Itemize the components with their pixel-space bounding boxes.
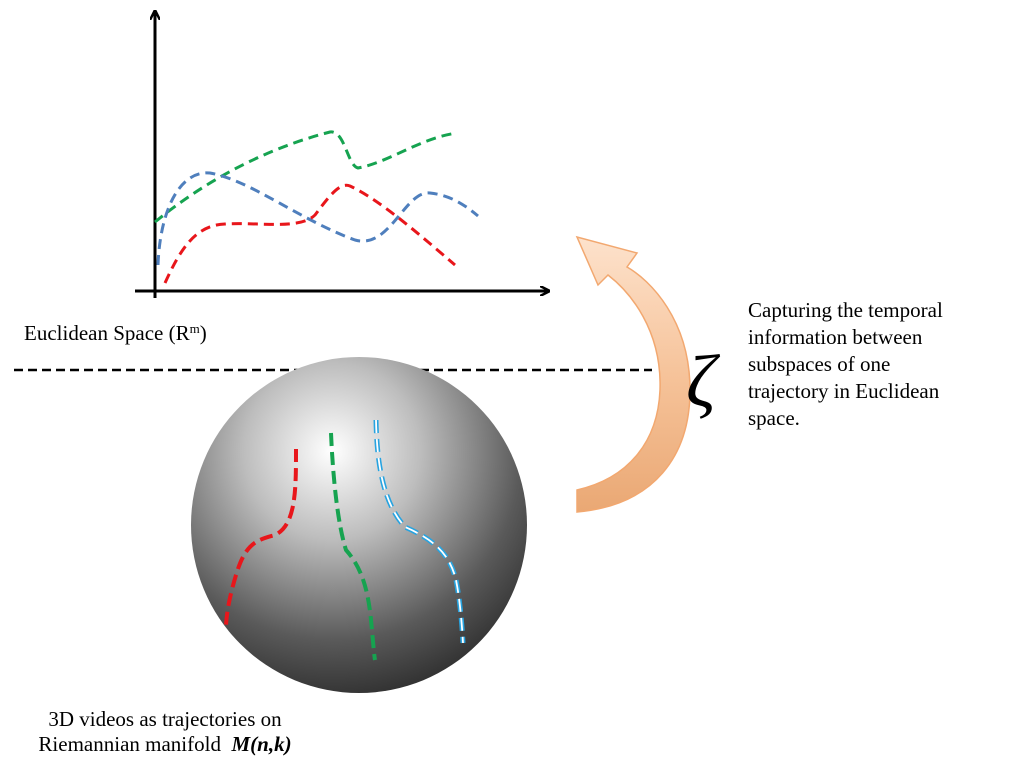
curved-arrow: [575, 235, 691, 513]
euclidean-green-trajectory: [154, 130, 458, 224]
euclidean-trajectories: [154, 130, 479, 284]
caption-line: trajectory in Euclidean: [748, 379, 940, 403]
euclidean-blue-trajectory: [156, 171, 479, 266]
caption-line: Capturing the temporal: [748, 298, 943, 322]
euclidean-red-trajectory: [163, 183, 456, 284]
caption-line: subspaces of one: [748, 352, 891, 376]
manifold-red-trajectory: [224, 448, 298, 626]
euclidean-space-label: Euclidean Space (Rm): [24, 321, 207, 345]
manifold-trajectories: [224, 419, 466, 661]
manifold-caption: 3D videos as trajectories on Riemannian …: [0, 707, 330, 757]
manifold-green-trajectory: [329, 432, 377, 661]
mapping-zeta-symbol: ζ: [686, 341, 716, 423]
manifold-caption-line1: 3D videos as trajectories on: [48, 707, 282, 731]
mapping-caption: Capturing the temporal information betwe…: [748, 297, 943, 432]
manifold-caption-line2: Riemannian manifold M(n,k): [38, 732, 292, 756]
manifold-light-blue-trajectory: [373, 419, 466, 644]
manifold-sphere: [191, 357, 527, 693]
caption-line: space.: [748, 406, 800, 430]
euclidean-dimension-superscript: m: [189, 321, 200, 336]
caption-line: information between: [748, 325, 923, 349]
euclidean-axes: [135, 12, 548, 298]
manifold-symbol: M(n,k): [231, 732, 292, 756]
